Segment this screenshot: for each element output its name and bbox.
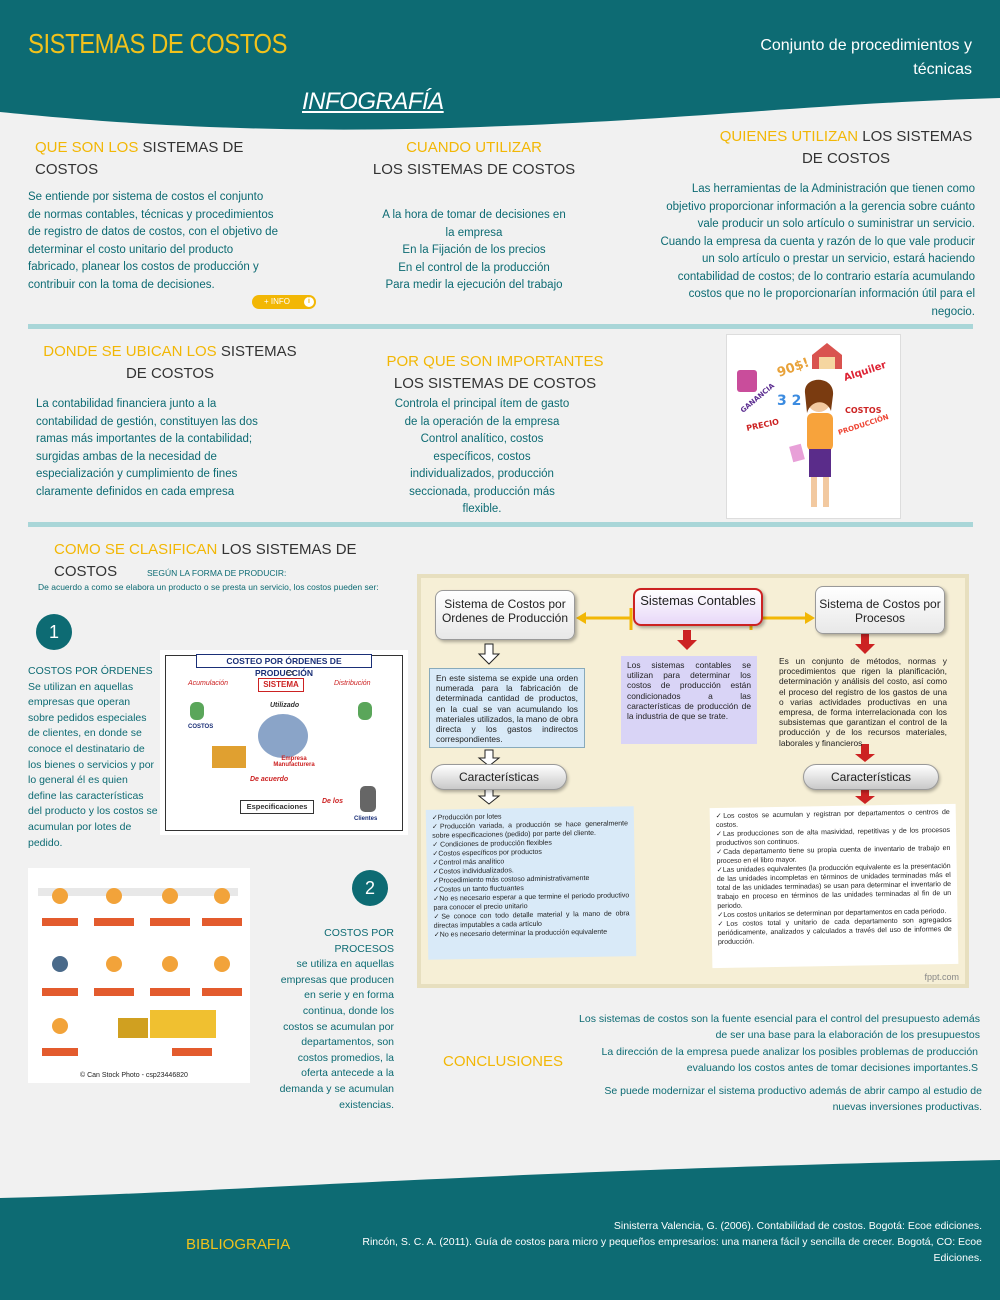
step-1-badge: 1 xyxy=(36,614,72,650)
concept-map: Sistema de Costos por Ordenes de Producc… xyxy=(417,574,969,988)
ordenes-box: Sistema de Costos por Ordenes de Producc… xyxy=(435,590,575,640)
infografia-label: INFOGRAFÍA xyxy=(302,88,444,115)
costeo-diagram-title: COSTEO POR ÓRDENES DE PRODUCCIÓN xyxy=(196,654,372,678)
conclusion-3: Se puede modernizar el sistema productiv… xyxy=(604,1085,982,1113)
divider-1 xyxy=(28,324,973,329)
quienes-body: Las herramientas de la Administración qu… xyxy=(660,183,975,318)
caracteristicas-procesos: Características xyxy=(803,764,939,790)
de-los-label: De los xyxy=(322,798,344,805)
price-tag-label: 90$! xyxy=(775,355,811,380)
fppt-watermark: fppt.com xyxy=(924,972,959,982)
donde-body: La contabilidad financiera junto a la co… xyxy=(36,398,258,498)
ordenes-description: En este sistema se expide una orden nume… xyxy=(429,668,585,748)
procesos-description: Es un conjunto de métodos, normas y proc… xyxy=(779,656,947,748)
quienes-title: QUIENES UTILIZAN LOS SISTEMAS DE COSTOS xyxy=(719,128,973,167)
distribucion-label: Distribución xyxy=(334,680,371,687)
ref-1: Sinisterra Valencia, G. (2006). Contabil… xyxy=(613,1220,982,1232)
clientes-label: Clientes xyxy=(354,816,378,822)
ref-2: Rincón, S. C. A. (2011). Guía de costos … xyxy=(362,1236,982,1264)
stock-photo-caption: © Can Stock Photo - csp23446820 xyxy=(80,1072,188,1079)
footer-band xyxy=(0,1160,1000,1300)
empresa-label: Empresa Manufacturera xyxy=(273,756,315,768)
procesos-characteristics-list: ✓Los costos se acumulan y registran por … xyxy=(709,803,959,969)
segun-label: SEGÚN LA FORMA DE PRODUCIR: xyxy=(147,568,287,578)
porque-body: Controla el principal ítem de gasto de l… xyxy=(394,398,570,515)
header-band xyxy=(0,0,1000,130)
bibliografia-title: BIBLIOGRAFIA xyxy=(186,1236,291,1253)
conclusiones-title: CONCLUSIONES xyxy=(443,1053,564,1070)
bibliografia-refs: Sinisterra Valencia, G. (2006). Contabil… xyxy=(360,1218,982,1266)
info-icon: i xyxy=(304,297,314,307)
donde-title: DONDE SE UBICAN LOS SISTEMAS DE COSTOS xyxy=(43,343,297,382)
costeo-ordenes-diagram: COSTEO POR ÓRDENES DE PRODUCCIÓN Es Acum… xyxy=(160,650,408,835)
precio-label: PRECIO xyxy=(746,417,780,433)
page-title: SISTEMAS DE COSTOS xyxy=(28,28,288,59)
utilizado-label: Utilizado xyxy=(270,702,300,709)
es-label: Es xyxy=(286,670,295,677)
contables-description: Los sistemas contables se utilizan para … xyxy=(621,656,757,744)
divider-2 xyxy=(28,522,973,527)
que-son-body: Se entiende por sistema de costos el con… xyxy=(28,191,278,291)
alquiler-label: Alquiler xyxy=(843,360,888,384)
de-acuerdo-label: De acuerdo xyxy=(250,776,289,783)
cuando-body: A la hora de tomar de decisiones en la e… xyxy=(382,209,566,291)
acumulacion-label: Acumulación xyxy=(188,680,229,687)
costos-label: COSTOS xyxy=(845,406,882,415)
svg-text:3 2: 3 2 xyxy=(777,393,801,409)
ordenes-text: COSTOS POR ÓRDENES Se utilizan en aquell… xyxy=(28,665,158,849)
como-title: COMO SE CLASIFICAN LOS SISTEMAS DE COSTO… xyxy=(54,541,357,580)
step-2-badge: 2 xyxy=(352,870,388,906)
factory-process-illustration: © Can Stock Photo - csp23446820 xyxy=(28,868,250,1083)
caracteristicas-ordenes: Características xyxy=(431,764,567,790)
especificaciones-box: Especificaciones xyxy=(240,800,314,814)
page-subtitle: Conjunto de procedimientos y técnicas xyxy=(760,37,972,78)
sistema-box: SISTEMA xyxy=(258,678,304,692)
como-intro: De acuerdo a como se elabora un producto… xyxy=(38,582,379,592)
procesos-box: Sistema de Costos por Procesos xyxy=(815,586,945,634)
contables-box: Sistemas Contables xyxy=(633,588,763,626)
ordenes-characteristics-list: ✓Producción por lotes✓Producción variada… xyxy=(425,806,637,960)
produccion-label: PRODUCCIÓN xyxy=(837,412,890,437)
conclusion-1: Los sistemas de costos son la fuente ese… xyxy=(579,1013,980,1041)
que-son-title: QUE SON LOS SISTEMAS DE COSTOS xyxy=(35,139,244,178)
conclusion-2: La dirección de la empresa puede analiza… xyxy=(601,1046,978,1074)
thinking-woman-illustration: 90$! Alquiler GANANCIA 3 2 PRECIO COSTOS… xyxy=(726,334,901,519)
costos-label: COSTOS xyxy=(188,724,214,730)
procesos-text: COSTOS POR PROCESOS se utiliza en aquell… xyxy=(279,927,394,1111)
